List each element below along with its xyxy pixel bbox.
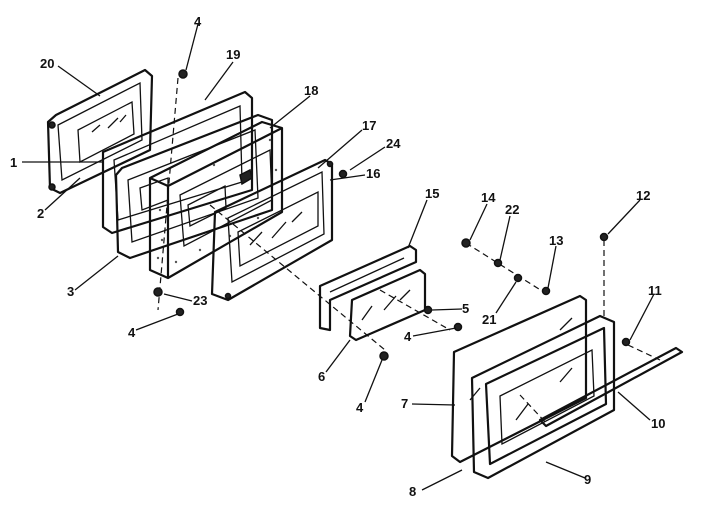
callout-10: 10 <box>651 416 665 431</box>
callout-20: 20 <box>40 56 54 71</box>
door-insulation-box <box>148 120 284 280</box>
door-liner-frame <box>46 68 154 195</box>
callout-labels: 20 19 18 17 24 16 15 14 22 12 13 21 11 1… <box>10 14 665 499</box>
door-handle <box>538 346 684 428</box>
callout-22: 22 <box>505 202 519 217</box>
callout-4-bottom: 4 <box>356 400 364 415</box>
callout-23: 23 <box>193 293 207 308</box>
callout-4-left: 4 <box>128 325 136 340</box>
callout-13: 13 <box>549 233 563 248</box>
middle-glass <box>348 268 427 342</box>
callout-12: 12 <box>636 188 650 203</box>
callout-7: 7 <box>401 396 408 411</box>
callout-15: 15 <box>425 186 439 201</box>
assembly-lines <box>157 77 661 426</box>
inner-glass-frame <box>210 158 334 302</box>
leader-lines <box>22 23 655 491</box>
callout-5: 5 <box>462 301 469 316</box>
callout-6: 6 <box>318 369 325 384</box>
callout-2: 2 <box>37 206 44 221</box>
glass-retainer-bracket <box>318 244 418 332</box>
callout-3: 3 <box>67 284 74 299</box>
callout-1: 1 <box>10 155 17 170</box>
callout-4-middle: 4 <box>404 329 412 344</box>
callout-16: 16 <box>366 166 380 181</box>
callout-21: 21 <box>482 312 496 327</box>
callout-19: 19 <box>226 47 240 62</box>
outer-door-frame <box>470 314 616 480</box>
hardware-screws <box>153 69 631 361</box>
callout-4-top: 4 <box>194 14 202 29</box>
callout-14: 14 <box>481 190 496 205</box>
callout-9: 9 <box>584 472 591 487</box>
callout-11: 11 <box>648 283 662 298</box>
callout-18: 18 <box>304 83 318 98</box>
callout-8: 8 <box>409 484 416 499</box>
callout-24: 24 <box>386 136 401 151</box>
callout-17: 17 <box>362 118 376 133</box>
